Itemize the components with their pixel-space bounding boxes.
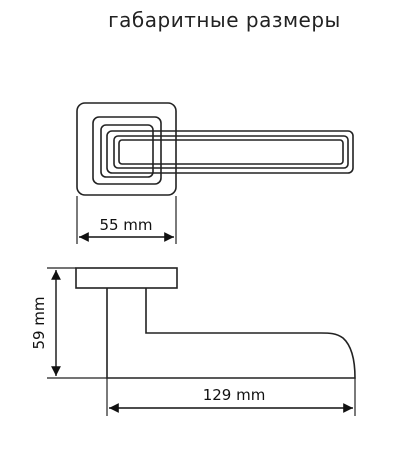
top-view bbox=[76, 102, 354, 196]
rosette-inner-ring bbox=[100, 124, 154, 178]
dimension-55: 55 mm bbox=[76, 196, 177, 244]
dimension-129: 129 mm bbox=[106, 378, 356, 416]
dimension-label-height: 59 mm bbox=[30, 296, 48, 349]
rosette-plate bbox=[75, 267, 178, 289]
lever-outer bbox=[106, 130, 354, 174]
rosette-inner bbox=[92, 116, 162, 185]
lever-core bbox=[118, 139, 344, 165]
dimension-label-width: 55 mm bbox=[99, 216, 152, 234]
dimension-label-length: 129 mm bbox=[203, 386, 266, 404]
page-title: габаритные размеры bbox=[108, 8, 341, 32]
rosette-outer bbox=[76, 102, 177, 196]
lever-side bbox=[106, 288, 356, 379]
side-view bbox=[75, 267, 356, 379]
dimension-59: 59 mm bbox=[30, 267, 107, 379]
lever-inner bbox=[113, 135, 349, 169]
